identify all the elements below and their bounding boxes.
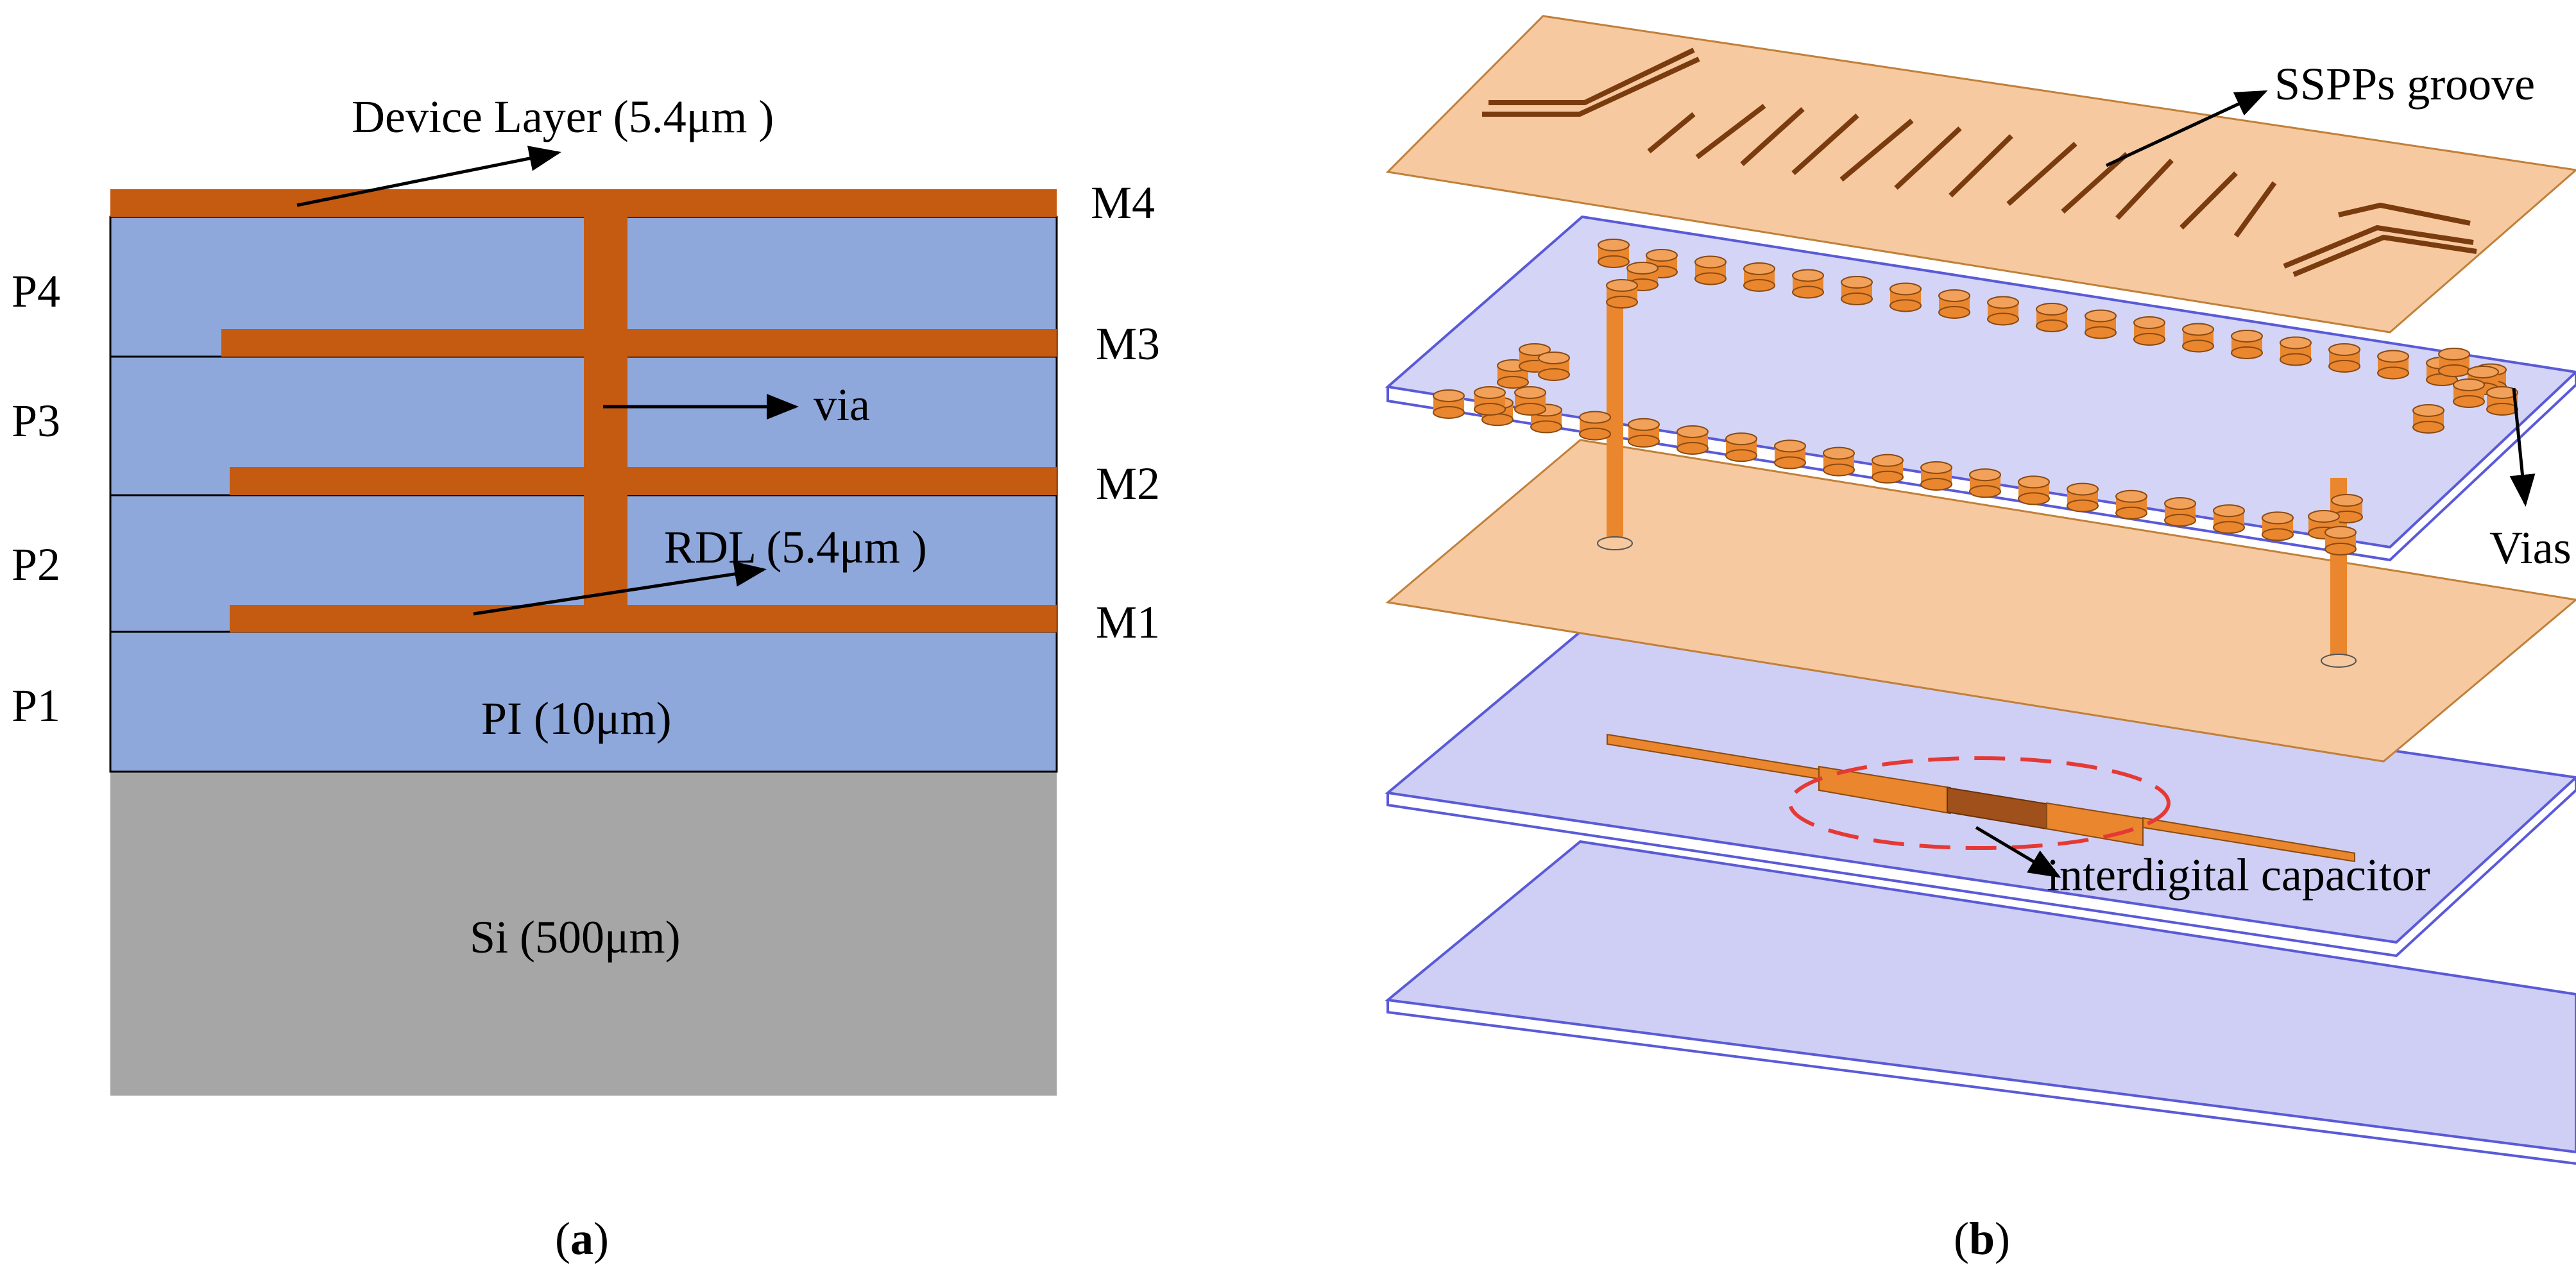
- via-cylinder: [1889, 282, 1922, 312]
- groove-label: SSPPs groove: [2274, 58, 2535, 110]
- via-substrate-edge: [1386, 372, 2576, 562]
- metal-m1: [230, 605, 1057, 632]
- via-column: [584, 217, 627, 605]
- via-cylinder: [1792, 269, 1824, 299]
- via-cylinder: [2486, 386, 2518, 416]
- via-post-left-base: [1597, 536, 1633, 550]
- via-cylinder: [2453, 378, 2485, 408]
- caption-a: (a): [555, 1213, 609, 1264]
- capacitor-substrate-edge: [1386, 777, 2576, 958]
- via-cylinder: [2018, 475, 2050, 505]
- layer-label-p3: P3: [12, 395, 60, 446]
- via-cylinder: [2067, 482, 2099, 513]
- panel-b-exploded-view: SSPPs groove Vias interdigital capacitor…: [1385, 15, 2576, 1264]
- via-cylinder: [1628, 418, 1660, 448]
- via-cylinder: [1538, 352, 1570, 381]
- metal-label-m1: M1: [1096, 597, 1160, 648]
- silicon-substrate: [110, 772, 1057, 1096]
- via-cylinder: [1920, 461, 1952, 491]
- groove-arrow: [2105, 90, 2268, 167]
- layer-label-p1: P1: [12, 680, 60, 731]
- via-cylinder: [2115, 489, 2147, 520]
- vias-label: Vias: [2489, 522, 2572, 573]
- via-cylinder: [1823, 446, 1855, 477]
- panel-a-cross-section: Device Layer (5.4μm ) P4 P3 P2 P1 M4 M3 …: [12, 91, 1160, 1264]
- via-cylinder: [1497, 359, 1529, 389]
- via-cylinder: [1987, 296, 2019, 326]
- via-cylinder: [2324, 526, 2357, 555]
- via-cylinder: [2164, 497, 2196, 527]
- via-post-right-base: [2321, 654, 2357, 668]
- via-label: via: [814, 379, 870, 430]
- metal-label-m4: M4: [1091, 177, 1155, 228]
- metal-label-m2: M2: [1096, 458, 1160, 509]
- metal-m4-device-layer: [110, 189, 1057, 217]
- via-cylinder: [2036, 303, 2068, 332]
- ground-copper-plane: [1385, 439, 2576, 763]
- via-substrate-plate: [1385, 215, 2576, 549]
- vias-arrow: [2509, 387, 2536, 507]
- via-cylinder: [1579, 411, 1611, 441]
- via-cylinder: [2213, 504, 2245, 534]
- via-cylinder: [2280, 336, 2312, 366]
- caption-b: (b): [1954, 1213, 2010, 1264]
- pi-label: PI (10μm): [481, 693, 672, 744]
- capacitor-highlight-ellipse: [1788, 756, 2171, 850]
- device-layer-label: Device Layer (5.4μm ): [352, 91, 774, 142]
- si-label: Si (500μm): [470, 912, 681, 963]
- via-cylinder: [1474, 386, 1506, 416]
- via-row-group: [1433, 239, 2518, 555]
- sspp-groove-pattern: [1482, 47, 2477, 277]
- via-cylinder: [2182, 323, 2214, 353]
- capacitor-left-pad: [1818, 765, 1951, 815]
- via-cylinder: [1938, 289, 1970, 319]
- via-cylinder: [2085, 309, 2117, 339]
- via-cylinder: [2412, 404, 2444, 434]
- via-cylinder: [1676, 425, 1709, 455]
- bottom-substrate-edge: [1386, 1000, 2576, 1165]
- via-cylinder: [1725, 432, 1757, 462]
- via-cylinder: [2328, 343, 2360, 373]
- via-cylinder: [2377, 350, 2409, 380]
- via-cylinder: [1433, 389, 1465, 419]
- layer-label-p4: P4: [12, 266, 60, 317]
- capacitor-substrate-plate: [1385, 630, 2576, 944]
- bottom-substrate-plate: [1385, 840, 2576, 1154]
- rdl-arrow: [473, 561, 767, 616]
- via-cylinder: [1841, 276, 1873, 305]
- capacitor-arrow: [1975, 826, 2061, 878]
- sspp-top-copper-plane: [1385, 15, 2576, 334]
- rdl-label: RDL (5.4μm ): [664, 522, 927, 573]
- via-cylinder: [1598, 239, 1630, 268]
- device-layer-arrow: [296, 146, 561, 207]
- via-cylinder: [1694, 255, 1727, 285]
- capacitor-label: interdigital capacitor: [2047, 849, 2430, 901]
- via-cylinder: [1969, 468, 2001, 498]
- via-cylinder: [1872, 454, 1904, 484]
- metal-m2: [230, 467, 1057, 495]
- via-cylinder: [1743, 262, 1775, 292]
- via-cylinder: [2262, 511, 2294, 541]
- via-cylinder: [2438, 348, 2470, 377]
- via-cylinder: [2331, 494, 2363, 523]
- via-cylinder: [1606, 279, 1638, 309]
- via-cylinder: [1774, 439, 1806, 470]
- layer-label-p2: P2: [12, 539, 60, 590]
- via-cylinder: [2231, 330, 2263, 359]
- metal-label-m3: M3: [1096, 318, 1160, 369]
- via-cylinder: [2133, 316, 2165, 346]
- metal-m3: [221, 329, 1057, 357]
- via-cylinder: [1514, 386, 1546, 416]
